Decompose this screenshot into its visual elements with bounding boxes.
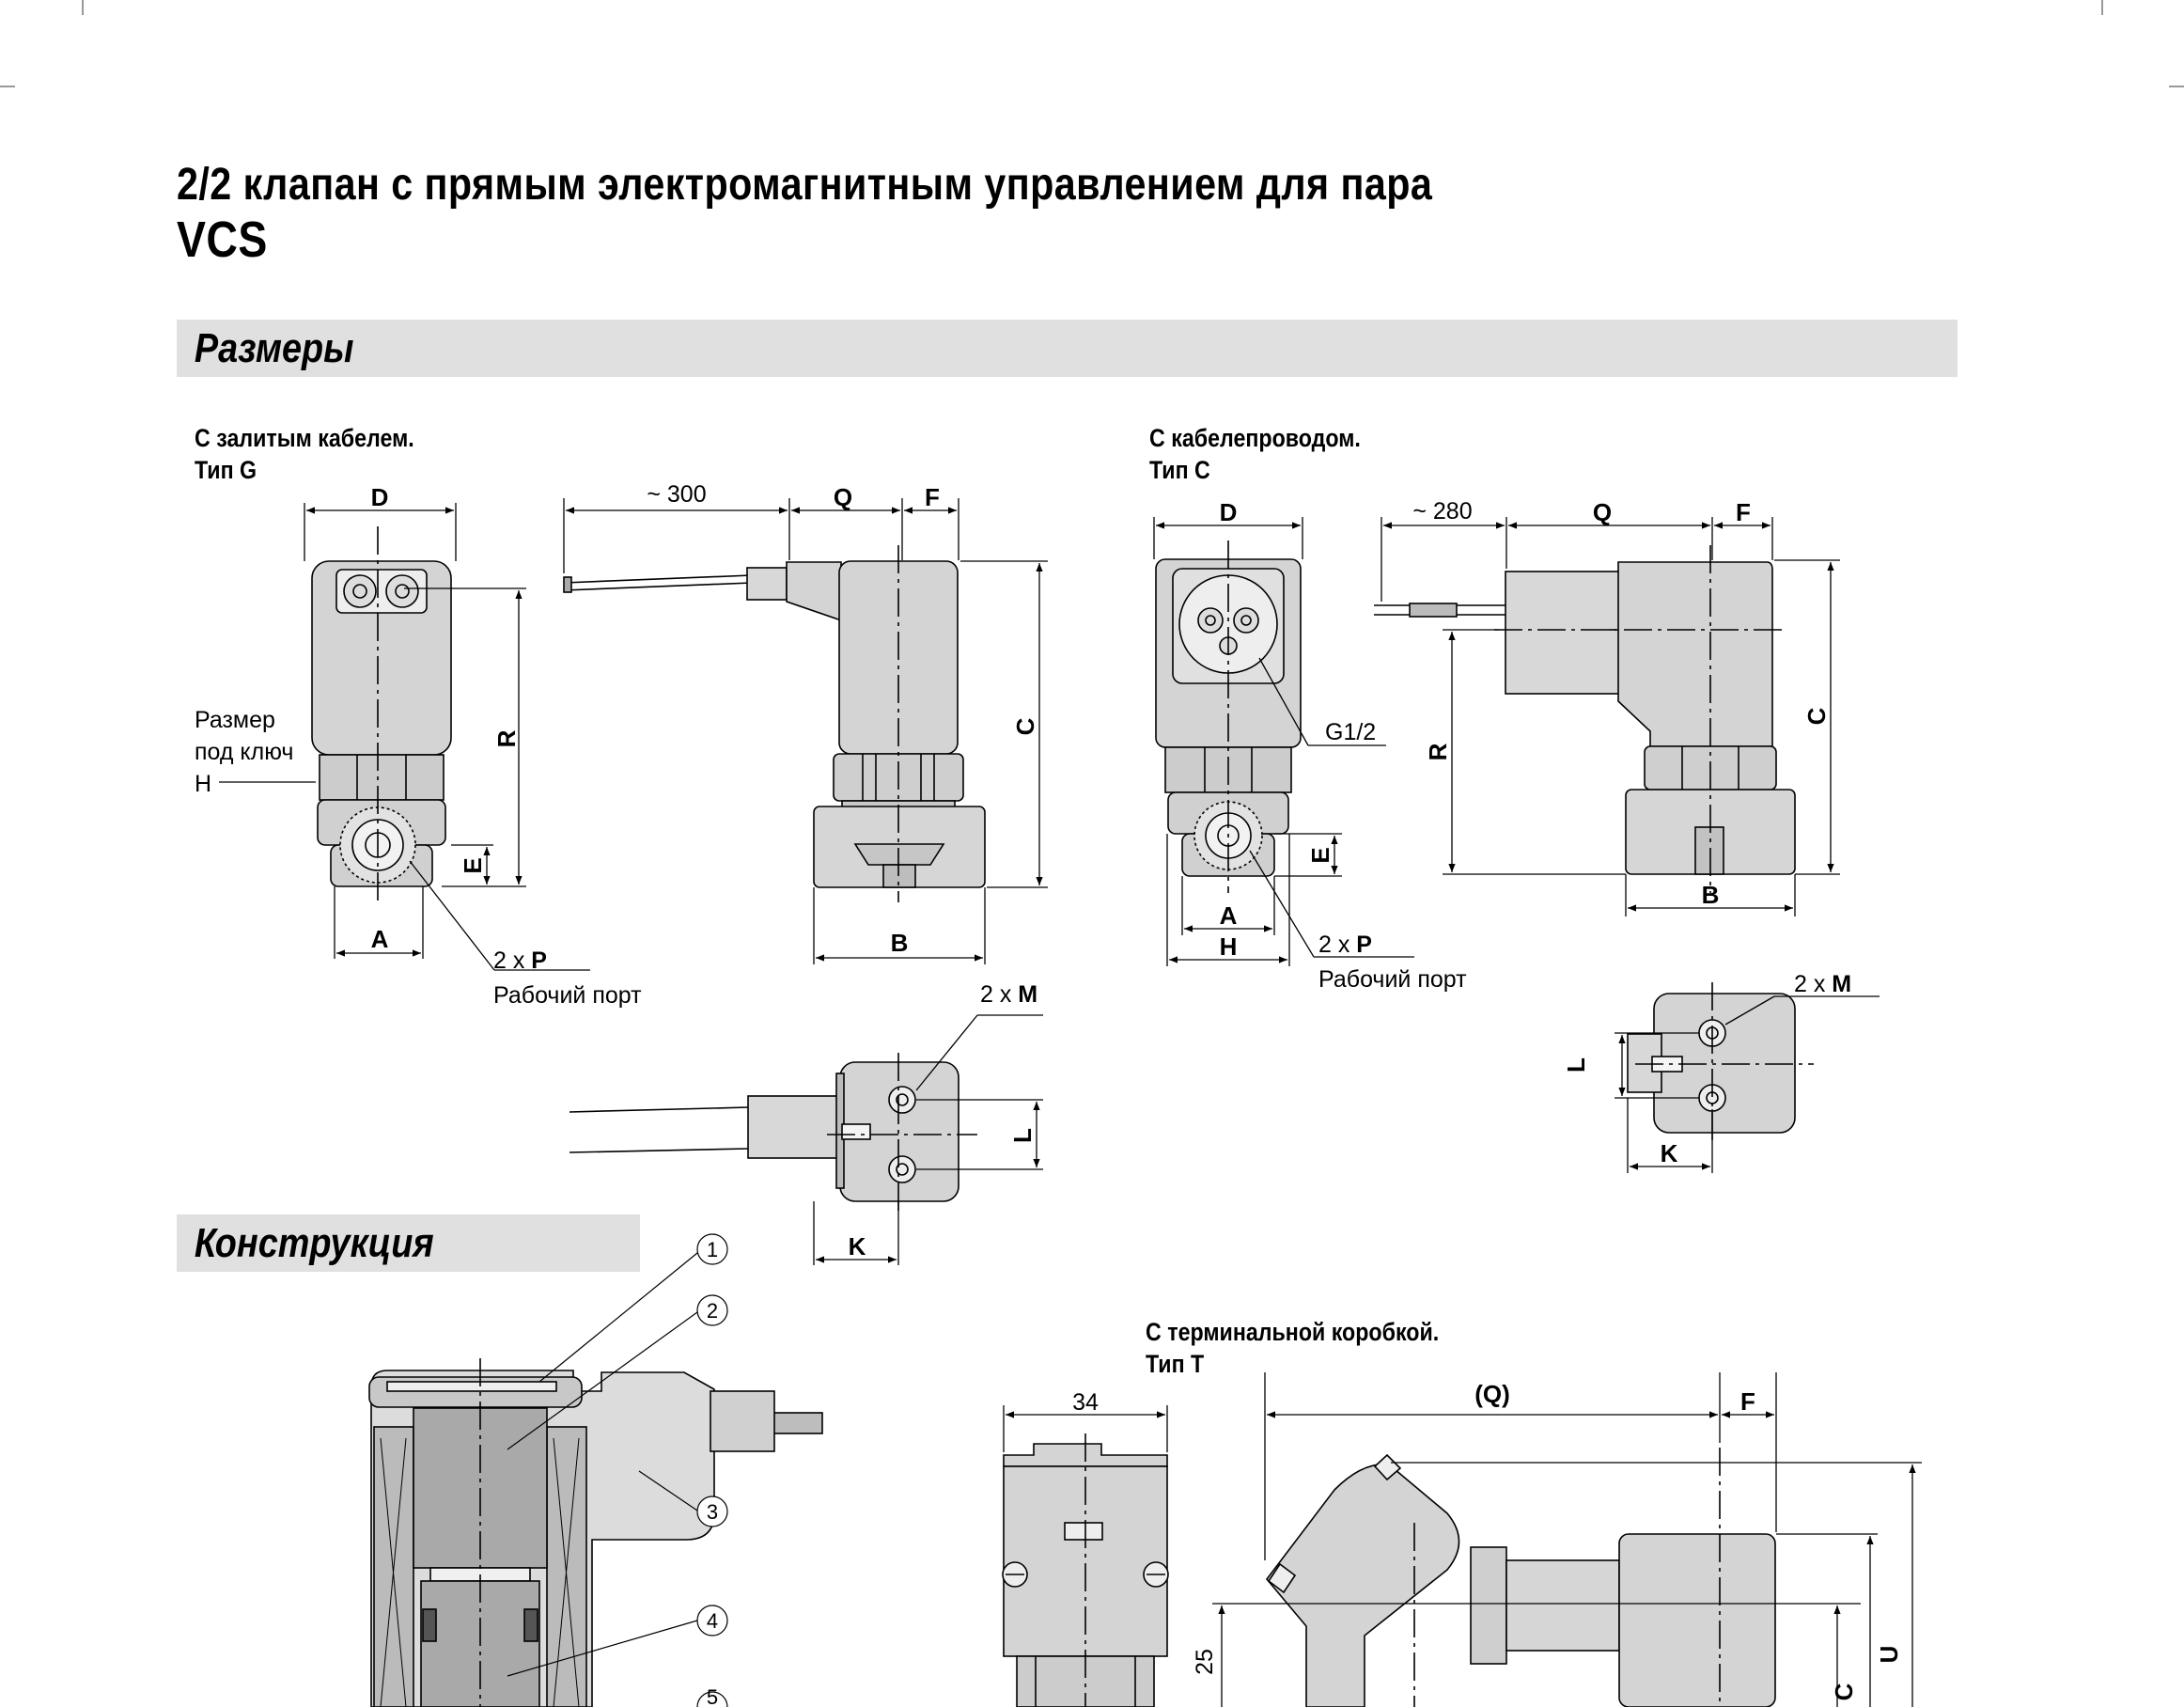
dim-c-g: C	[1011, 717, 1039, 735]
dim-q-t: (Q)	[1474, 1380, 1510, 1408]
crop-mark-top-left	[82, 0, 84, 15]
part-number-5: 5	[707, 1685, 718, 1707]
dim-r-g: R	[492, 729, 521, 747]
dim-c-t: C	[1830, 1683, 1858, 1700]
heading-type-g: С залитым кабелем. Тип G	[195, 424, 414, 484]
wrench-label-2: под ключ	[195, 739, 293, 765]
dim-b-c: B	[1702, 881, 1720, 909]
wrench-label-1: Размер	[195, 707, 275, 733]
dim-f-g: F	[925, 483, 940, 511]
type-t-front-view	[1002, 1433, 1169, 1707]
type-g-front-view	[311, 526, 452, 902]
section-construction-title: Конструкция	[194, 1219, 434, 1266]
thread-label-c: G1/2	[1325, 719, 1376, 745]
dim-f-c: F	[1736, 498, 1751, 526]
heading-type-t: С терминальной коробкой. Тип T	[1146, 1318, 1440, 1378]
crop-mark-top-right	[2101, 0, 2103, 15]
wrench-label-3: H	[195, 771, 211, 797]
dim-b-g: B	[891, 929, 909, 957]
mount-callout-c: 2 x M	[1794, 971, 1851, 997]
part-number-2: 2	[707, 1299, 718, 1323]
type-c-side-dims	[1381, 517, 1840, 916]
cable-length-c: ~ 280	[1412, 498, 1472, 525]
port-name-c: Рабочий порт	[1318, 966, 1467, 993]
type-g-side-view	[563, 545, 986, 902]
mount-callout-g: 2 x M	[980, 981, 1037, 1008]
type-g-front-dims	[219, 503, 590, 971]
dim-k-g: K	[849, 1232, 866, 1261]
dim-e-g: E	[459, 857, 487, 873]
type-c-side-view	[1374, 545, 1796, 893]
type-g-top-view	[569, 1053, 977, 1213]
section-dimensions: Размеры	[177, 320, 1958, 377]
type-c-top-view	[1627, 982, 1814, 1142]
dim-q-c: Q	[1593, 498, 1612, 526]
port-callout-g: 2 x P	[493, 947, 547, 974]
title-text: 2/2 клапан с прямым электромагнитным упр…	[177, 160, 1433, 210]
dim-34-t: 34	[1072, 1389, 1099, 1416]
type-g-side-dims	[563, 498, 1048, 964]
type-t-side-view	[1265, 1448, 1776, 1707]
section-dimensions-title: Размеры	[194, 324, 354, 371]
cable-length-g: ~ 300	[647, 481, 706, 508]
construction-section-view	[368, 1358, 823, 1707]
type-c-top-dims	[1615, 995, 1880, 1173]
type-c-front-dims	[1153, 517, 1414, 966]
heading-type-c: С кабелепроводом. Тип C	[1149, 424, 1361, 484]
dim-f-t: F	[1740, 1387, 1755, 1416]
dim-h-c: H	[1220, 932, 1238, 961]
dim-a-g: A	[371, 925, 389, 953]
dim-q-g: Q	[834, 483, 852, 511]
dim-e-c: E	[1306, 847, 1334, 863]
port-name-g: Рабочий порт	[493, 982, 642, 1009]
dim-l-g: L	[1008, 1128, 1037, 1143]
page-title: 2/2 клапан с прямым электромагнитным упр…	[177, 158, 1432, 267]
type-c-front-view	[1155, 540, 1302, 893]
part-number-1: 1	[707, 1238, 718, 1261]
part-number-4: 4	[707, 1609, 718, 1633]
dim-d-c: D	[1220, 498, 1238, 526]
model-code: VCS	[177, 211, 268, 268]
crop-mark-left	[0, 86, 15, 87]
type-g-top-dims	[813, 1014, 1043, 1265]
section-construction: Конструкция	[177, 1214, 640, 1272]
dim-c-c: C	[1802, 707, 1831, 725]
dim-a-c: A	[1220, 901, 1238, 930]
crop-mark-right	[2169, 86, 2184, 87]
type-t-front-dims	[1003, 1405, 1168, 1452]
port-callout-c: 2 x P	[1318, 932, 1372, 958]
part-number-3: 3	[707, 1500, 718, 1524]
dim-l-c: L	[1562, 1057, 1590, 1073]
dim-25-t: 25	[1192, 1649, 1218, 1675]
dim-r-c: R	[1424, 743, 1452, 760]
dim-d-g: D	[371, 483, 389, 511]
dim-k-c: K	[1661, 1139, 1678, 1167]
type-t-side-dims	[1212, 1372, 1922, 1707]
construction-leaders	[507, 1233, 728, 1707]
dim-u-t: U	[1875, 1646, 1903, 1664]
